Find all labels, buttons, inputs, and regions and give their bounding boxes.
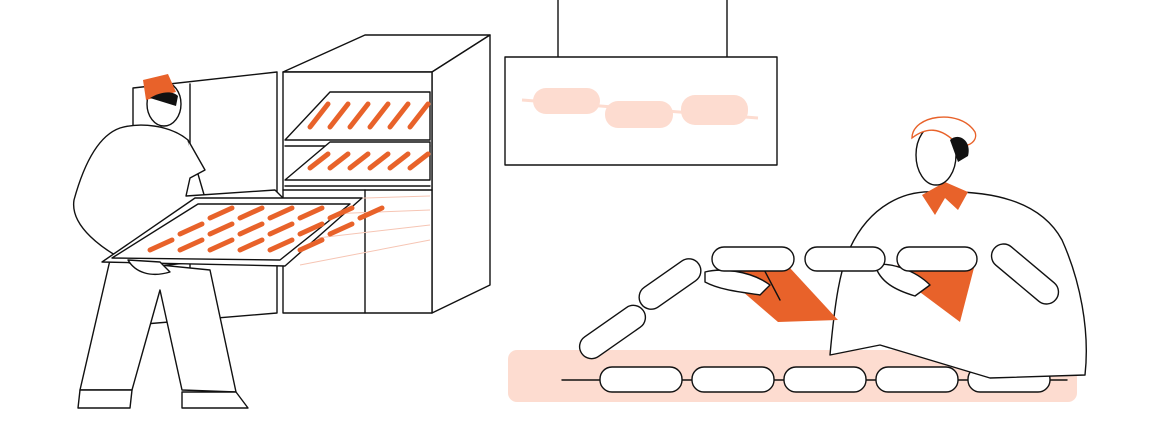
sausage [297, 205, 325, 221]
right-worker-icon [704, 116, 1087, 379]
sausage [207, 205, 235, 221]
sausage [307, 101, 331, 130]
sausage [691, 366, 775, 393]
sausage [875, 366, 959, 393]
sausage [327, 151, 351, 171]
left-worker-icon [73, 74, 385, 409]
sausage-sign-icon [504, 0, 778, 166]
conveyor-belt-icon [508, 350, 1077, 402]
sausage [407, 101, 431, 130]
sausage [896, 246, 978, 272]
sausage [267, 237, 295, 253]
sausage [990, 243, 1060, 305]
sausage [207, 221, 235, 237]
sausage [357, 205, 385, 221]
sausage [783, 366, 867, 393]
sausage-chain [578, 243, 1060, 360]
sausage [599, 366, 683, 393]
sausage [327, 205, 355, 221]
collar-icon [922, 182, 968, 215]
sausage [297, 237, 325, 253]
sausage [267, 221, 295, 237]
sausage [347, 101, 371, 130]
sausage [347, 151, 371, 171]
sausage [367, 101, 391, 130]
sausage [387, 151, 411, 171]
sausage [207, 237, 235, 253]
sausage [237, 237, 265, 253]
sausage [147, 237, 175, 253]
sausage [297, 221, 325, 237]
sausage [307, 151, 331, 171]
sausage [237, 221, 265, 237]
sausage [578, 304, 647, 360]
sausage [327, 221, 355, 237]
sausage [711, 246, 795, 272]
sausage [638, 258, 702, 310]
sausage [177, 221, 205, 237]
sausage [407, 151, 431, 171]
sausage [327, 101, 351, 130]
sausage [367, 151, 391, 171]
sausage [237, 205, 265, 221]
sausage [804, 246, 886, 272]
sausage [177, 237, 205, 253]
baking-tray-icon [101, 197, 385, 267]
sausage [387, 101, 411, 130]
sausage [267, 205, 295, 221]
